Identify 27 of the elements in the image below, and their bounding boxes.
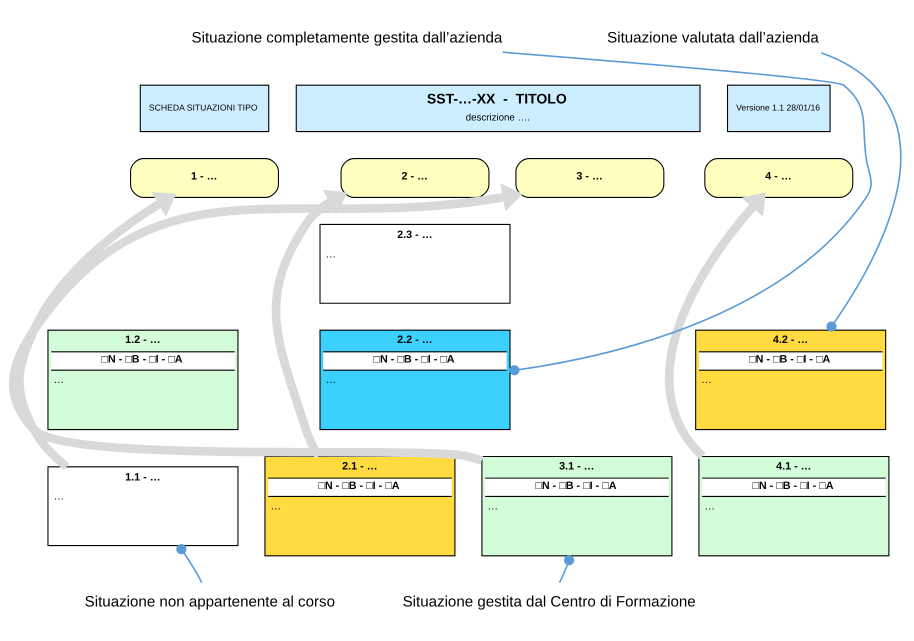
node-box: 1 - … [130,158,279,198]
node-box: 3 - … [515,158,664,198]
connector [176,544,203,583]
connector [502,51,872,376]
node-text: Situazione gestita dal Centro di Formazione [402,593,696,610]
node-text: Situazione valutata dall’azienda [607,30,819,47]
arrow [15,192,176,470]
node-box: 4.1 - … □N - □B - □I - □A … [698,456,890,556]
node-box: 4 - … [704,158,854,198]
connector [821,52,902,332]
node-text: Situazione non appartenente al corso [84,593,335,610]
node-box: 2 - … [340,158,490,198]
node-text: Situazione completamente gestita dall’azienda [192,30,502,47]
node-box: 2.1 - … □N - □B - □I - □A … [264,456,456,556]
node-box: 4.2 - … □N - □B - □I - □A … [695,330,886,430]
node-box: 1.2 - … □N - □B - □I - □A … [47,330,238,430]
node-box: 1.1 - … … [47,466,238,546]
connector [558,555,574,583]
node-box: 3.1 - … □N - □B - □I - □A … [481,456,672,556]
arrow [665,192,766,460]
arrow [272,189,348,458]
arrow [9,183,523,465]
node-box: 2.2 - … □N - □B - □I - □A … [319,330,511,430]
node-box: SCHEDA SITUAZIONI TIPO [140,84,270,132]
node-box: 2.3 - … … [319,224,511,304]
node-box: SST-…-XX - TITOLO descrizione …. [296,84,701,132]
node-box: Versione 1.1 28/01/16 [726,84,831,132]
